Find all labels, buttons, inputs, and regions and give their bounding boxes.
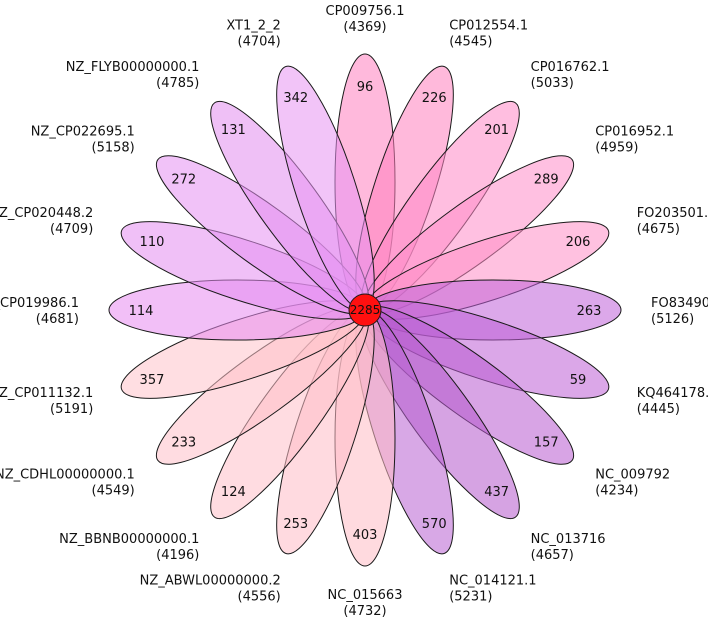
core-layer: 2285	[348, 293, 382, 327]
petal-name-1: CP012554.1	[449, 18, 528, 33]
petal-size-19: (4704)	[238, 34, 281, 49]
petal-unique-count-5: 263	[577, 304, 602, 319]
petal-name-14: NZ_CP011132.1	[0, 386, 93, 401]
petal-name-3: CP016952.1	[595, 124, 674, 139]
petal-size-14: (5191)	[50, 402, 93, 417]
petal-size-8: (4657)	[531, 548, 574, 563]
petal-label-19: XT1_2_2(4704)	[226, 18, 280, 49]
petal-name-2: CP016762.1	[531, 60, 610, 75]
petal-label-4: FO203501.1(4675)	[637, 206, 708, 237]
petal-label-5: FO834906.1(5126)	[651, 296, 708, 327]
labels-layer: CP009756.1(4369)CP012554.1(4545)CP016762…	[0, 4, 708, 619]
petal-name-5: FO834906.1	[651, 296, 708, 311]
petal-size-6: (4445)	[637, 402, 680, 417]
petal-unique-count-13: 233	[171, 436, 196, 451]
core-circle	[348, 293, 382, 327]
petal-size-7: (4234)	[595, 484, 638, 499]
petal-size-1: (4545)	[449, 34, 492, 49]
petal-size-13: (4549)	[92, 484, 135, 499]
petal-label-12: NZ_BBNB00000000.1(4196)	[59, 532, 199, 563]
petal-unique-count-10: 403	[353, 528, 378, 543]
petal-size-17: (5158)	[92, 140, 135, 155]
petal-size-4: (4675)	[637, 222, 680, 237]
petal-name-6: KQ464178.1	[637, 386, 708, 401]
petal-name-17: NZ_CP022695.1	[31, 124, 135, 139]
petal-unique-count-15: 114	[129, 304, 154, 319]
petal-name-9: NC_014121.1	[449, 574, 536, 589]
petal-unique-count-14: 357	[140, 373, 165, 388]
petal-label-15: NZ_CP019986.1(4681)	[0, 296, 79, 327]
petal-label-6: KQ464178.1(4445)	[637, 386, 708, 417]
petal-name-15: NZ_CP019986.1	[0, 296, 79, 311]
petal-unique-count-19: 342	[283, 91, 308, 106]
petal-label-18: NZ_FLYB00000000.1(4785)	[66, 60, 200, 91]
petal-size-2: (5033)	[531, 76, 574, 91]
petal-size-9: (5231)	[449, 590, 492, 605]
petal-unique-count-0: 96	[357, 80, 374, 95]
petal-size-15: (4681)	[36, 312, 79, 327]
petal-name-18: NZ_FLYB00000000.1	[66, 60, 200, 75]
core-count: 2285	[350, 303, 381, 317]
petal-name-7: NC_009792	[595, 468, 670, 483]
petal-name-0: CP009756.1	[326, 4, 405, 19]
petal-label-7: NC_009792(4234)	[595, 468, 670, 499]
petal-size-5: (5126)	[651, 312, 694, 327]
petal-unique-count-4: 206	[566, 235, 591, 250]
petal-name-16: NZ_CP020448.2	[0, 206, 93, 221]
petal-label-11: NZ_ABWL00000000.2(4556)	[140, 574, 281, 605]
petal-label-14: NZ_CP011132.1(5191)	[0, 386, 93, 417]
petal-label-0: CP009756.1(4369)	[326, 4, 405, 35]
petal-label-16: NZ_CP020448.2(4709)	[0, 206, 93, 237]
petal-name-4: FO203501.1	[637, 206, 708, 221]
petal-size-11: (4556)	[238, 590, 281, 605]
petal-unique-count-11: 253	[283, 517, 308, 532]
petal-size-18: (4785)	[156, 76, 199, 91]
petal-size-3: (4959)	[595, 140, 638, 155]
petal-label-10: NC_015663(4732)	[328, 588, 403, 619]
petal-label-8: NC_013716(4657)	[531, 532, 606, 563]
petal-name-12: NZ_BBNB00000000.1	[59, 532, 199, 547]
petal-name-8: NC_013716	[531, 532, 606, 547]
petals-layer	[108, 53, 622, 567]
petal-unique-count-9: 570	[422, 517, 447, 532]
petal-unique-count-6: 59	[570, 373, 587, 388]
petal-size-0: (4369)	[343, 20, 386, 35]
petal-label-1: CP012554.1(4545)	[449, 18, 528, 49]
petal-unique-count-7: 157	[534, 436, 559, 451]
petal-unique-count-8: 437	[484, 485, 509, 500]
counts-layer: 96 226 201 289 206 263 59 157 437 570 403 253 124 233…	[129, 80, 602, 543]
petal-unique-count-18: 131	[221, 123, 246, 138]
petal-label-13: NZ_CDHL00000000.1(4549)	[0, 468, 135, 499]
petal-unique-count-12: 124	[221, 485, 246, 500]
petal-name-11: NZ_ABWL00000000.2	[140, 574, 281, 589]
petal-label-3: CP016952.1(4959)	[595, 124, 674, 155]
petal-unique-count-1: 226	[422, 91, 447, 106]
petal-unique-count-17: 272	[171, 172, 196, 187]
petal-unique-count-3: 289	[534, 172, 559, 187]
petal-label-9: NC_014121.1(5231)	[449, 574, 536, 605]
petal-label-2: CP016762.1(5033)	[531, 60, 610, 91]
petal-size-10: (4732)	[343, 604, 386, 619]
petal-size-12: (4196)	[156, 548, 199, 563]
petal-name-19: XT1_2_2	[226, 18, 280, 33]
petal-unique-count-16: 110	[140, 235, 165, 250]
petal-unique-count-2: 201	[484, 123, 509, 138]
petal-label-17: NZ_CP022695.1(5158)	[31, 124, 135, 155]
petal-name-13: NZ_CDHL00000000.1	[0, 468, 135, 483]
petal-name-10: NC_015663	[328, 588, 403, 603]
petal-size-16: (4709)	[50, 222, 93, 237]
